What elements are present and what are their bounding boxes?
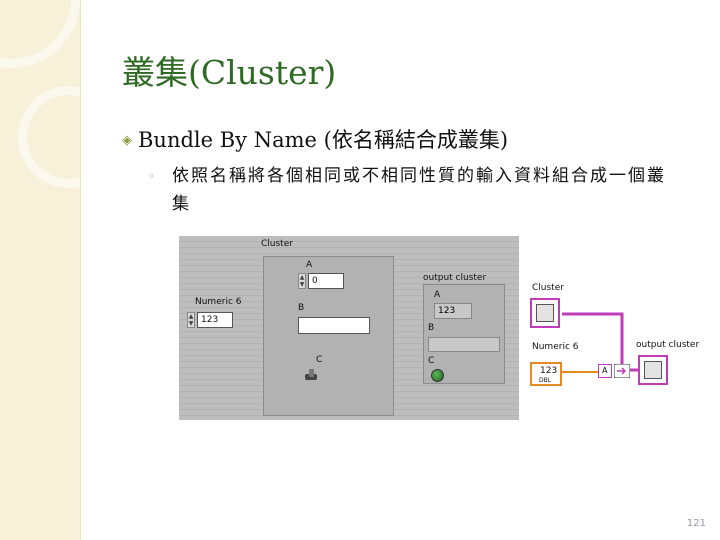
cluster-a-spinner[interactable]: ▲▼	[298, 273, 306, 289]
output-cluster-terminal[interactable]	[638, 355, 668, 385]
bullet-level2: ◦ 依照名稱將各個相同或不相同性質的輸入資料組合成一個叢集	[148, 162, 680, 218]
bd-cluster-label: Cluster	[532, 283, 564, 293]
output-b-label: B	[428, 323, 435, 333]
bullet-level2-text: 依照名稱將各個相同或不相同性質的輸入資料組合成一個叢集	[172, 166, 666, 214]
output-cluster-label: output cluster	[423, 273, 487, 283]
numeric-input[interactable]: 123	[197, 312, 233, 328]
cluster-a-label: A	[306, 260, 313, 270]
bd-output-label: output cluster	[636, 340, 700, 350]
output-c-label: C	[428, 356, 435, 366]
bullet-level1: ◈ Bundle By Name (依名稱結合成叢集)	[122, 124, 508, 154]
bd-numeric-label: Numeric 6	[532, 342, 579, 352]
cluster-c-label: C	[316, 355, 323, 365]
page-number: 121	[686, 518, 706, 529]
bullet-level1-text: Bundle By Name (依名稱結合成叢集)	[138, 128, 509, 152]
numeric-spinner[interactable]: ▲▼	[187, 312, 195, 328]
output-terminal-icon	[644, 361, 662, 379]
cluster-container: A ▲▼ 0 B C	[263, 256, 394, 416]
bullet-icon: ◈	[122, 133, 132, 148]
decorative-side-band	[0, 0, 80, 540]
circle-bullet-icon: ◦	[148, 169, 156, 183]
cluster-a-input[interactable]: 0	[308, 273, 344, 289]
output-cluster-container: A 123 B C	[423, 284, 505, 384]
bundle-by-name-node[interactable]: A	[598, 364, 612, 378]
numeric-terminal-value: 123	[540, 366, 558, 376]
cluster-label: Cluster	[261, 239, 293, 249]
cluster-b-string-input[interactable]	[298, 317, 370, 334]
decorative-ring	[0, 0, 80, 68]
output-a-indicator: 123	[434, 303, 472, 319]
band-divider	[80, 0, 81, 540]
toggle-switch-icon[interactable]	[304, 369, 318, 381]
cluster-terminal[interactable]	[530, 298, 560, 328]
output-a-label: A	[434, 290, 441, 300]
numeric-terminal[interactable]: 123 DBL	[530, 362, 562, 386]
bundle-arrow-icon	[614, 364, 630, 378]
output-c-led-indicator	[431, 369, 444, 382]
front-panel: Numeric 6 ▲▼ 123 Cluster A ▲▼ 0 B C outp…	[179, 236, 519, 420]
numeric-terminal-type: DBL	[539, 377, 552, 384]
slide-title: 叢集(Cluster)	[122, 53, 337, 92]
output-b-indicator	[428, 337, 500, 352]
numeric-label: Numeric 6	[195, 297, 242, 307]
cluster-terminal-icon	[536, 304, 554, 322]
decorative-ring	[18, 86, 80, 188]
cluster-b-label: B	[298, 303, 305, 313]
